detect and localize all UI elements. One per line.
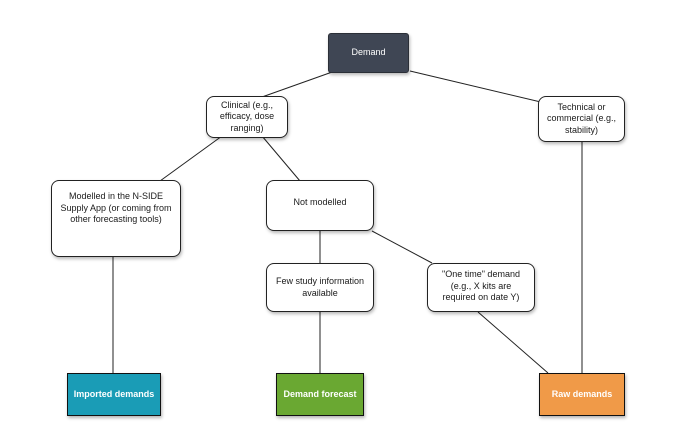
- edge-clinical-not-modelled: [261, 135, 301, 182]
- one-time-node: "One time" demand (e.g., X kits are requ…: [427, 263, 535, 312]
- edge-one-time-raw: [477, 311, 549, 374]
- demand-node: Demand: [328, 33, 409, 73]
- technical-node: Technical or commercial (e.g., stability…: [538, 96, 625, 142]
- edge-clinical-modelled: [159, 135, 223, 182]
- clinical-node: Clinical (e.g., efficacy, dose ranging): [206, 96, 288, 138]
- edge-demand-technical: [409, 70, 546, 104]
- raw-demands-node: Raw demands: [539, 373, 625, 416]
- demand-forecast-node: Demand forecast: [276, 373, 364, 416]
- edge-demand-clinical: [261, 70, 336, 98]
- few-info-node: Few study information available: [266, 263, 374, 312]
- imported-demands-node: Imported demands: [67, 373, 161, 416]
- modelled-node: Modelled in the N-SIDE Supply App (or co…: [51, 180, 181, 257]
- not-modelled-node: Not modelled: [266, 180, 374, 231]
- edge-not-modelled-one-time: [371, 230, 433, 264]
